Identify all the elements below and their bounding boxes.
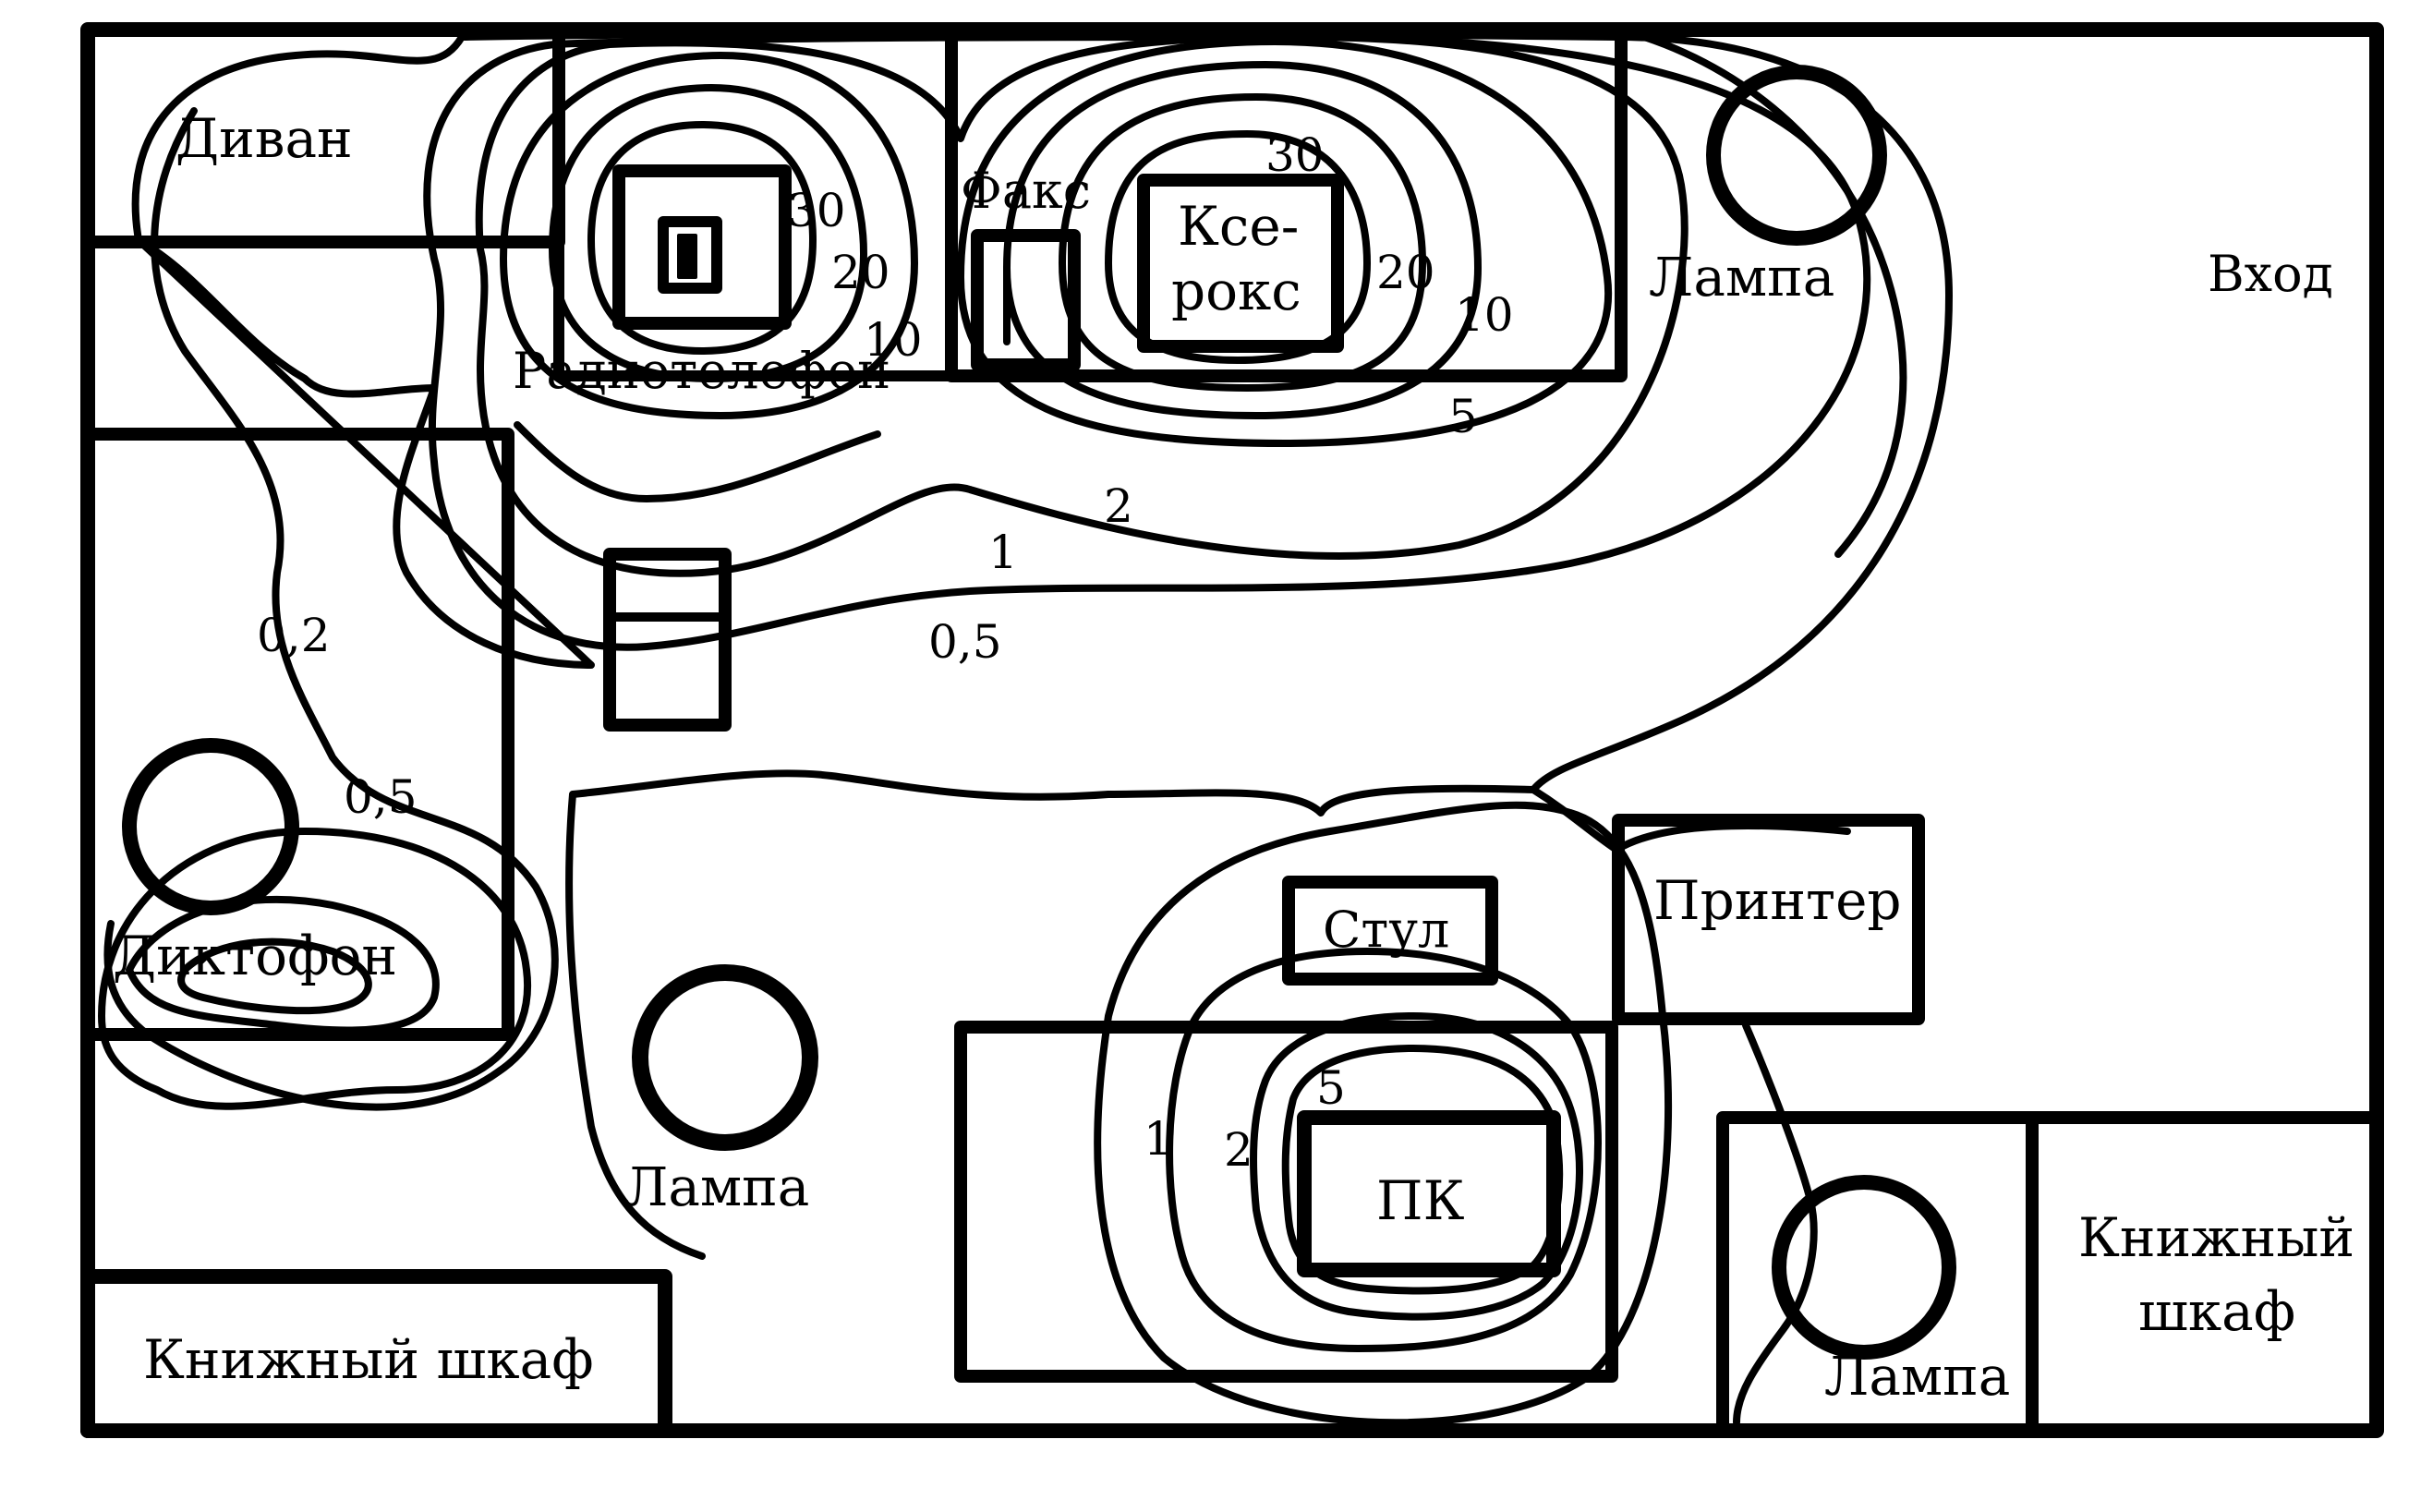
contour-label: 0,5 xyxy=(344,770,418,824)
printer-label: Принтер xyxy=(1653,869,1902,932)
pc-label: ПК xyxy=(1376,1169,1465,1232)
contour-label: 2 xyxy=(1104,479,1133,533)
dictaphone-circle xyxy=(122,738,299,915)
contour-label: 2 xyxy=(1224,1123,1253,1177)
contour-value-labels: 30 20 10 30 20 10 5 2 1 0,5 0,2 0,5 1 2 … xyxy=(257,128,1514,1177)
dictaphone-cabinet-outline xyxy=(81,428,514,1041)
xerox-box xyxy=(1137,174,1344,353)
pc-desk-outline xyxy=(954,1021,1618,1383)
xerox-label-2: рокс xyxy=(1171,260,1301,322)
field-contours xyxy=(98,30,1953,1427)
contour-label: 30 xyxy=(1265,128,1325,182)
dictaphone-label: Диктофон xyxy=(113,925,397,987)
bookcase-right-label-2: шкаф xyxy=(2138,1280,2295,1343)
contour-label: 1 xyxy=(1144,1112,1173,1166)
contour-label: 10 xyxy=(864,313,923,367)
contour-label: 20 xyxy=(1376,246,1435,299)
contour-label: 5 xyxy=(1316,1061,1346,1115)
radiophone-box xyxy=(612,164,792,330)
bookcase-left-label: Книжный шкаф xyxy=(143,1328,594,1391)
fax-box xyxy=(971,229,1081,371)
entrance-label: Вход xyxy=(2208,245,2333,303)
lamp-top-label: Лампа xyxy=(1649,246,1834,308)
radiophone-core xyxy=(677,234,697,279)
lamp-bottom-right-label: Лампа xyxy=(1824,1345,2010,1408)
xerox-label-1: Ксе- xyxy=(1178,195,1299,258)
fax-label: Факс xyxy=(961,162,1091,220)
bookcase-right-label-1: Книжный xyxy=(2078,1206,2354,1269)
object-labels: Диван Радиотелефон Факс Ксе- рокс Лампа … xyxy=(113,107,2354,1408)
small-box xyxy=(603,548,732,732)
lamp-center-label: Лампа xyxy=(623,1155,809,1218)
printer-box xyxy=(1612,814,1925,1025)
contour-label: 0,5 xyxy=(928,615,1002,669)
contour-label: 10 xyxy=(1455,288,1514,342)
radiophone-inner xyxy=(658,216,722,294)
radiophone-label: Радиотелефон xyxy=(513,342,890,400)
contour-label: 20 xyxy=(831,246,890,299)
contour-label: 1 xyxy=(988,526,1018,579)
contour-label: 30 xyxy=(787,184,846,237)
divan-label: Диван xyxy=(176,107,353,170)
lamp-center-circle xyxy=(632,964,818,1151)
pc-box xyxy=(1297,1110,1561,1277)
lamp-bottom-right-circle xyxy=(1772,1175,1956,1360)
lamp-top-circle xyxy=(1706,65,1887,246)
chair-box xyxy=(1282,876,1498,986)
chair-label: Стул xyxy=(1323,901,1449,959)
bookcase-right-box xyxy=(2026,1111,2383,1437)
contour-label: 5 xyxy=(1448,390,1478,443)
contour-label: 0,2 xyxy=(257,609,331,662)
office-desk-outline xyxy=(945,23,1628,382)
bookcase-left-box xyxy=(80,1269,672,1438)
